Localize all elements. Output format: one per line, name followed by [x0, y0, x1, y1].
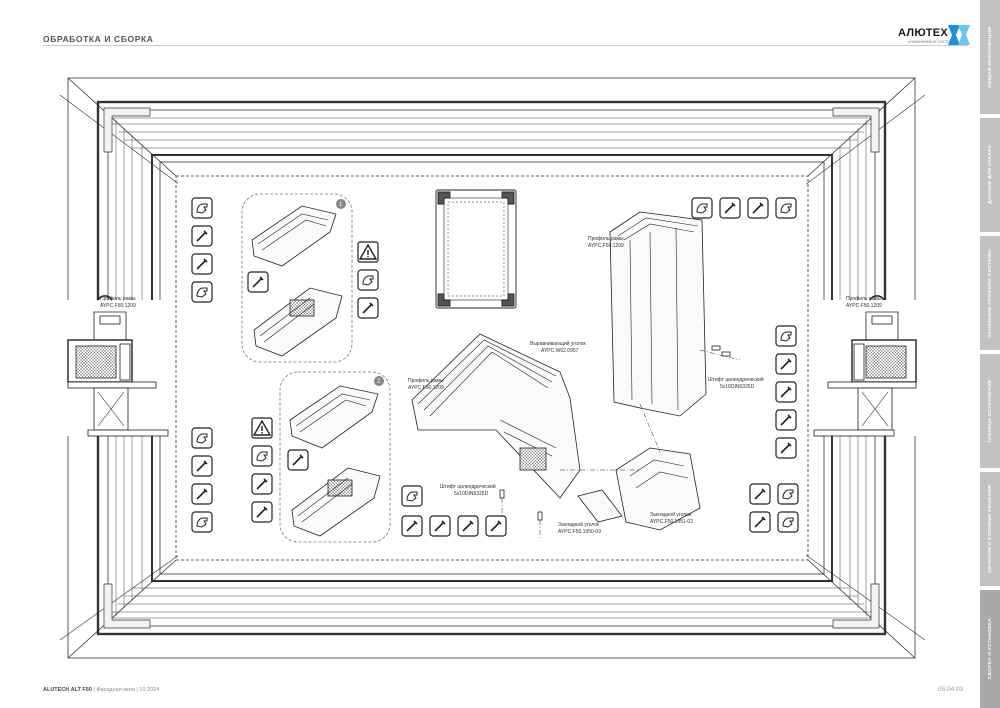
- press-icon: [191, 225, 213, 247]
- drill-icon: [251, 473, 273, 495]
- drill-icon: [191, 253, 213, 275]
- pen-icon: [775, 409, 797, 431]
- press-icon: [747, 197, 769, 219]
- hand-icon: [191, 281, 213, 303]
- label-pin-right-1: Штифт цилиндрический: [708, 376, 764, 383]
- profile-section-right: [812, 295, 927, 437]
- glue-icon: [287, 449, 309, 471]
- chapter-sidebar: ОБЩАЯ ИНФОРМАЦИЯ ДАННЫЕ ДЛЯ ЗАКАЗА ОСНОВ…: [980, 0, 1000, 708]
- hand-icon: [777, 483, 799, 505]
- label-corner-align-2: AYPC.W62.0957: [541, 348, 579, 354]
- label-corner-align-1: Выравнивающий уголок: [530, 340, 587, 347]
- label-profile-right-1: Профиль рамы: [846, 296, 882, 302]
- glue-icon: [247, 271, 269, 293]
- clamp-icon: [775, 353, 797, 375]
- hand-icon: [691, 197, 713, 219]
- logo-subtitle: АЛЮМИНИЕВЫЕ СИСТЕМЫ: [908, 40, 956, 44]
- corner-assembly: [411, 211, 741, 540]
- tab-glazing-table[interactable]: ТАБЛИЦА ОСТЕКЛЕНИЯ: [980, 354, 1000, 468]
- tab-sections[interactable]: СЕЧЕНИЯ И УЗЛОВЫЕ РЕШЕНИЯ: [980, 472, 1000, 586]
- hammer-icon: [775, 437, 797, 459]
- tab-general-info[interactable]: ОБЩАЯ ИНФОРМАЦИЯ: [980, 0, 1000, 114]
- assembly-drawing: Профиль рамы AYPC.F50.1209 Профиль рамы …: [59, 77, 927, 659]
- tab-assembly[interactable]: СБОРКА И УСТАНОВКА: [980, 590, 1000, 708]
- warning-icon: [357, 241, 379, 263]
- hand-icon: [251, 445, 273, 467]
- press-icon: [191, 483, 213, 505]
- step-1-number: 1: [339, 202, 343, 208]
- drill-icon: [719, 197, 741, 219]
- profile-section-left: [60, 295, 172, 437]
- saw-icon: [775, 381, 797, 403]
- hammer-icon: [485, 515, 507, 537]
- hand-icon: [191, 197, 213, 219]
- pen-icon: [457, 515, 479, 537]
- header-divider: [43, 45, 968, 46]
- tab-main-profiles[interactable]: ОСНОВНЫЕ ПРОФИЛИ СИСТЕМЫ: [980, 236, 1000, 350]
- alutech-logo: АЛЮТЕХ АЛЮМИНИЕВЫЕ СИСТЕМЫ: [898, 24, 972, 46]
- hand-icon: [357, 269, 379, 291]
- label-frame-mid-1: Профиль рамы: [408, 378, 444, 384]
- step-2-panel: 2: [279, 371, 391, 543]
- logo-mark-icon: [948, 25, 970, 45]
- page-code: 05.04.03: [938, 686, 964, 693]
- label-pin-right-2: 5x10DIN6325D: [720, 384, 755, 390]
- label-frame-top-2: AYPC.F50.1209: [588, 243, 624, 249]
- label-profile-left-2: AYPC.F50.1209: [100, 303, 136, 309]
- hand-icon: [191, 511, 213, 533]
- clamp-icon: [401, 515, 423, 537]
- logo-text: АЛЮТЕХ: [898, 27, 949, 39]
- drill-icon: [357, 297, 379, 319]
- press-icon: [749, 511, 771, 533]
- label-profile-right-2: AYPC.F50.1209: [846, 303, 882, 309]
- hand-icon: [401, 485, 423, 507]
- press-icon: [251, 501, 273, 523]
- step-2-number: 2: [377, 379, 381, 385]
- label-profile-left-1: Профиль рамы: [100, 296, 136, 302]
- label-corner-insert-b-2: AYPC.F50.1951-02: [650, 519, 693, 525]
- label-pin-left-1: Штифт цилиндрический: [440, 483, 496, 490]
- footer-subtitle: | Фасадная окна | 10.2024: [91, 687, 160, 693]
- label-frame-top-1: Профиль рамы: [588, 236, 624, 242]
- saw-icon: [429, 515, 451, 537]
- warning-icon: [251, 417, 273, 439]
- drill-icon: [749, 483, 771, 505]
- frame-rails: [110, 117, 873, 619]
- corner-cleats: [103, 107, 880, 629]
- label-corner-insert-b-1: Закладной уголок: [650, 511, 692, 518]
- frame-schematic: [435, 189, 517, 309]
- footer-product: ALUTECH ALT F50 | Фасадная окна | 10.202…: [43, 687, 159, 693]
- footer-product-name: ALUTECH ALT F50: [43, 687, 92, 693]
- label-corner-insert-a-1: Закладной уголок: [558, 521, 600, 528]
- label-pin-left-2: 5x10DIN6325D: [454, 491, 489, 497]
- hand-icon: [775, 197, 797, 219]
- label-frame-mid-2: AYPC.F50.1209: [408, 385, 444, 391]
- hand-icon: [775, 325, 797, 347]
- section-title: ОБРАБОТКА И СБОРКА: [43, 34, 154, 44]
- drill-icon: [191, 455, 213, 477]
- label-corner-insert-a-2: AYPC.F50.1950-09: [558, 529, 601, 535]
- hand-icon: [191, 427, 213, 449]
- tab-order-data[interactable]: ДАННЫЕ ДЛЯ ЗАКАЗА: [980, 118, 1000, 232]
- step-1-panel: 1: [241, 193, 353, 363]
- hand-icon: [777, 511, 799, 533]
